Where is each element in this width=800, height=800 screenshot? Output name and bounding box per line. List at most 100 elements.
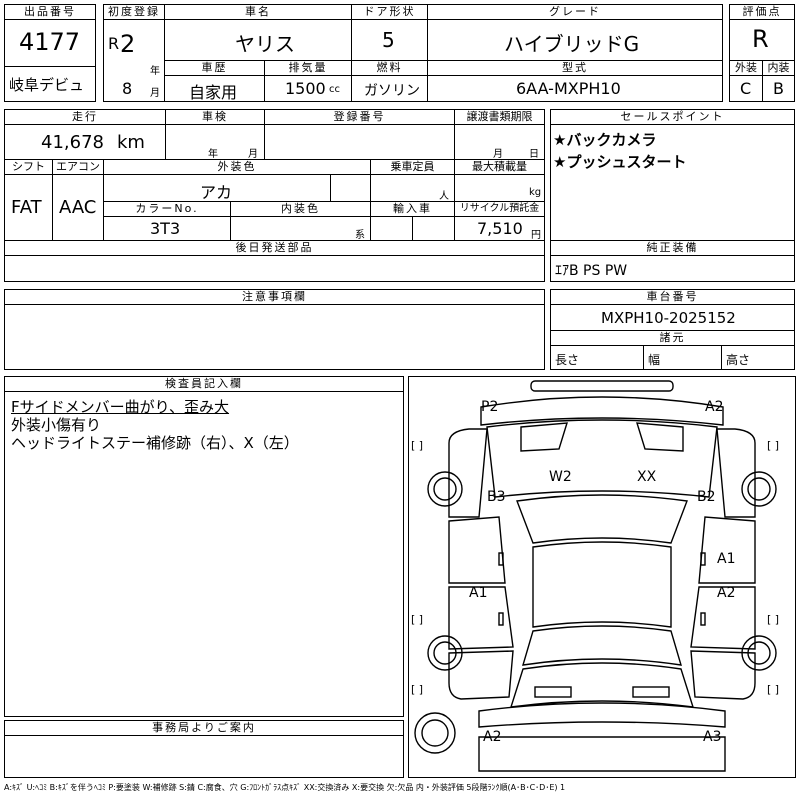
shift-label: シフト (4, 159, 53, 175)
venue-cell: 岐阜デビュ (4, 66, 96, 102)
damage-mark-a2-rear: A2 (483, 729, 502, 745)
displacement-unit: cc (329, 84, 340, 95)
notes-label: 注意事項欄 (4, 289, 545, 305)
ext-color-label: 外装色 (103, 159, 371, 175)
interior-cell: B (762, 75, 795, 102)
damage-mark-w2: W2 (549, 469, 572, 485)
damage-mark-b2: B2 (697, 489, 716, 505)
genuine-value: ｴｱB PS PW (555, 263, 628, 279)
score-label: 評価点 (729, 4, 795, 20)
notes-cell (4, 304, 545, 370)
ext-color-cell: アカ (103, 174, 331, 202)
bracket-mark: [ ] (411, 683, 424, 696)
inspector-note: 外装小傷有り (11, 416, 102, 434)
score-value: R (752, 25, 769, 53)
mileage-cell: 41,678 km (4, 124, 166, 160)
first-reg-cell: R 2 年 8 月 (103, 19, 165, 102)
car-body-diagram: P2 A2 W2 XX B3 B2 A1 A1 A2 A2 A3 [ ] [ ]… (408, 376, 796, 778)
import-cell-b (412, 216, 455, 241)
damage-mark-xx: XX (637, 469, 657, 485)
displacement-value: 1500 (285, 79, 326, 98)
model-cell: 6AA-MXPH10 (427, 75, 723, 102)
recycle-unit: 円 (531, 230, 541, 241)
int-color-label: 内装色 (230, 201, 371, 217)
length-cell: 長さ (550, 345, 644, 370)
later-parts-label: 後日発送部品 (4, 240, 545, 256)
reg-no-cell (264, 124, 455, 160)
history-label: 車歴 (164, 60, 265, 76)
selling-points-label: セールスポイント (550, 109, 795, 125)
chassis-value: MXPH10-2025152 (601, 309, 736, 327)
exterior-value: C (740, 79, 752, 98)
office-cell (4, 735, 404, 778)
history-value: 自家用 (189, 83, 238, 102)
fuel-cell: ガソリン (351, 75, 428, 102)
width-label: 幅 (648, 353, 661, 367)
inspector-note: ヘッドライトステー補修跡（右）、X（左） (11, 434, 299, 452)
venue: 岐阜デビュ (9, 76, 85, 94)
aircon-label: エアコン (52, 159, 104, 175)
first-reg-label: 初度登録 (103, 4, 165, 20)
genuine-label: 純正装備 (550, 240, 795, 256)
era: R (108, 34, 120, 53)
capacity-label: 乗車定員 (370, 159, 455, 175)
recycle-value: 7,510 (477, 219, 523, 238)
interior-label: 内装 (762, 60, 795, 76)
aircon-cell: AAC (52, 174, 104, 241)
damage-mark-b3: B3 (487, 489, 506, 505)
dimensions-label: 諸元 (550, 330, 795, 346)
bracket-mark: [ ] (411, 439, 424, 452)
chassis-cell: MXPH10-2025152 (550, 304, 795, 331)
car-name-label: 車名 (164, 4, 352, 20)
exterior-cell: C (729, 75, 763, 102)
transfer-month-unit: 月 (493, 149, 503, 160)
lot-no-cell: 4177 (4, 19, 96, 67)
transfer-label: 譲渡書類期限 (454, 109, 545, 125)
selling-point: ★バックカメラ (553, 131, 657, 149)
door-cell: 5 (351, 19, 428, 61)
inspection-label: 車検 (165, 109, 265, 125)
int-color-cell: 系 (230, 216, 371, 241)
interior-value: B (773, 79, 784, 98)
lot-no-label: 出品番号 (4, 4, 96, 20)
bracket-mark: [ ] (767, 683, 780, 696)
history-cell: 自家用 (164, 75, 265, 102)
car-outline (414, 380, 777, 772)
displacement-label: 排気量 (264, 60, 352, 76)
color-no-label: カラーNo. (103, 201, 231, 217)
shift-cell: FAT (4, 174, 53, 241)
damage-mark-a1-right: A1 (717, 551, 736, 567)
import-label: 輸入車 (370, 201, 455, 217)
later-parts-cell (4, 255, 545, 282)
year-unit: 年 (150, 66, 160, 77)
bracket-mark: [ ] (767, 439, 780, 452)
damage-mark-a1-left: A1 (469, 585, 488, 601)
genuine-cell: ｴｱB PS PW (550, 255, 795, 282)
mileage-unit: km (117, 132, 145, 153)
damage-legend: A:ｷｽﾞ U:ﾍｺﾐ B:ｷｽﾞを伴うﾍｺﾐ P:要塗装 W:補修跡 S:錆 … (4, 783, 566, 792)
reg-month: 8 (122, 79, 133, 98)
chassis-label: 車台番号 (550, 289, 795, 305)
height-label: 高さ (726, 353, 751, 367)
shift-value: FAT (11, 197, 42, 218)
selling-points-cell: ★バックカメラ ★プッシュスタート (550, 124, 795, 241)
office-label: 事務局よりご案内 (4, 720, 404, 736)
transfer-day-unit: 日 (529, 149, 539, 160)
reg-year: 2 (120, 30, 136, 58)
model-value: 6AA-MXPH10 (516, 79, 621, 98)
inspection-cell: 年 月 (165, 124, 265, 160)
inspector-label: 検査員記入欄 (4, 376, 404, 392)
grade-value: ハイブリッドG (504, 32, 640, 56)
selling-point: ★プッシュスタート (553, 153, 687, 171)
width-cell: 幅 (643, 345, 722, 370)
capacity-cell: 人 (370, 174, 455, 202)
transfer-cell: 月 日 (454, 124, 545, 160)
length-label: 長さ (555, 353, 580, 367)
car-name-cell: ヤリス (164, 19, 352, 61)
insp-year-unit: 年 (208, 149, 218, 160)
int-color-unit: 系 (355, 230, 365, 241)
damage-mark-a3: A3 (703, 729, 722, 745)
max-load-label: 最大積載量 (454, 159, 545, 175)
ext-color-value: アカ (200, 183, 233, 202)
aircon-value: AAC (59, 197, 97, 218)
